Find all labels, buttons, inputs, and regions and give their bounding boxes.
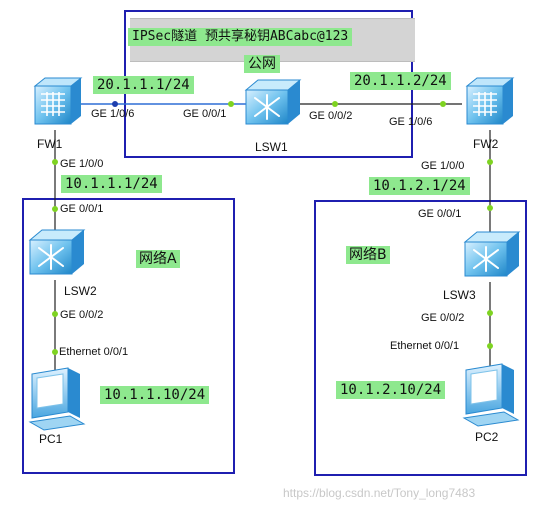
ipsec-title: IPSec隧道 预共享秘钥ABCabc@123 [128,28,353,46]
lsw1-ge002-label: GE 0/0/2 [309,110,353,122]
port-dot-pc2-eth [487,343,493,349]
lsw1-label: LSW1 [255,140,288,154]
fw2-public-ip: 20.1.1.2/24 [350,72,451,90]
fw1-label: FW1 [37,137,63,151]
switch-icon-lsw3[interactable] [463,231,521,277]
network-b-box [314,200,527,476]
port-dot-lsw2-ge001 [52,206,58,212]
pc-icon-pc1[interactable] [28,367,86,431]
firewall-icon-fw1[interactable] [33,77,83,125]
public-network-label: 公网 [244,55,280,73]
pc2-ip: 10.1.2.10/24 [336,381,446,399]
lsw1-ge001-label: GE 0/0/1 [183,108,227,120]
pc2-label: PC2 [475,430,499,444]
fw2-ge106-label: GE 1/0/6 [389,116,433,128]
pc-icon-pc2[interactable] [462,363,520,427]
port-dot-fw1-ge106 [112,101,118,107]
lsw2-label: LSW2 [64,284,97,298]
lsw3-label: LSW3 [443,288,476,302]
fw1-ge106-label: GE 1/0/6 [91,108,135,120]
lsw3-ge001-label: GE 0/0/1 [418,208,462,220]
lsw2-ge001-label: GE 0/0/1 [60,203,104,215]
pc1-eth-label: Ethernet 0/0/1 [59,346,129,358]
port-dot-lsw2-ge002 [52,311,58,317]
port-dot-lsw1-ge002 [332,101,338,107]
pc1-ip: 10.1.1.10/24 [100,386,210,404]
fw2-label: FW2 [473,137,499,151]
fw1-ge100-label: GE 1/0/0 [60,158,104,170]
firewall-icon-fw2[interactable] [465,77,515,125]
switch-icon-lsw2[interactable] [28,229,86,275]
switch-icon-lsw1[interactable] [244,79,302,125]
network-b-label: 网络B [346,246,390,264]
network-a-box [22,198,235,474]
fw1-inside-ip: 10.1.1.1/24 [61,175,162,193]
port-dot-lsw1-ge001 [228,101,234,107]
fw2-inside-ip: 10.1.2.1/24 [369,177,470,195]
watermark: https://blog.csdn.net/Tony_long7483 [283,486,476,500]
lsw2-ge002-label: GE 0/0/2 [60,309,104,321]
lsw3-ge002-label: GE 0/0/2 [421,312,465,324]
network-a-label: 网络A [136,250,180,268]
port-dot-lsw3-ge002 [487,310,493,316]
fw1-public-ip: 20.1.1.1/24 [93,76,194,94]
fw2-ge100-label: GE 1/0/0 [421,160,465,172]
port-dot-fw1-ge100 [52,159,58,165]
port-dot-fw2-ge100 [487,159,493,165]
pc1-label: PC1 [39,432,63,446]
port-dot-pc1-eth [52,349,58,355]
port-dot-lsw3-ge001 [487,205,493,211]
pc2-eth-label: Ethernet 0/0/1 [390,340,460,352]
port-dot-fw2-ge106 [440,101,446,107]
